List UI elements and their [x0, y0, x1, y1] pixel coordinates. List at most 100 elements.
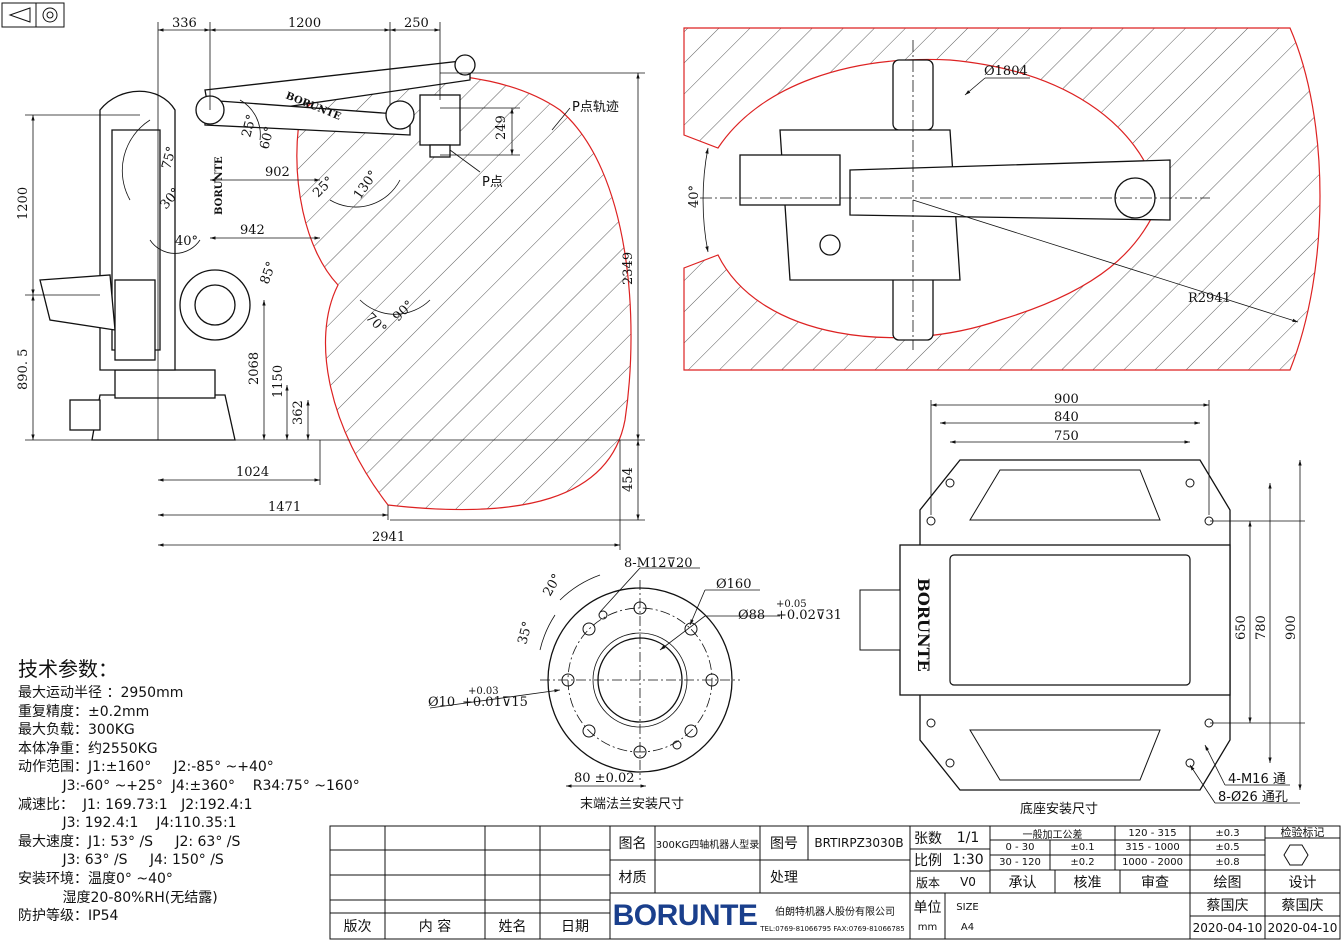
trajectory-label: P点轨迹 [572, 100, 619, 115]
dim-650: 650 [1234, 615, 1249, 640]
drawing-name: 300KG四轴机器人型录 [655, 839, 760, 851]
spec-row: 重复精度：±0.2mm [18, 703, 150, 720]
company-contact: TEL:0769-81066795 FAX:0769-81066785 [760, 925, 905, 933]
sheet-label: 张数 [914, 830, 942, 847]
name-label: 姓名 [498, 919, 527, 935]
angle-20: 20° [540, 572, 565, 599]
spec-row: 最大运动半径 ：2950mm [18, 685, 184, 701]
spec-row: 减速比： J1: 169.73:1 J2:192.4:1 [18, 796, 253, 813]
dim-2068: 2068 [247, 352, 262, 385]
column-brand-label: BORUNTE [214, 156, 225, 215]
scale-value: 1:30 [952, 852, 984, 868]
content-label: 内 容 [418, 919, 452, 935]
spec-row: 动作范围：J1:±160° J2:-85° ~+40° [18, 759, 274, 776]
draw-date: 2020-04-10 [1192, 920, 1263, 935]
dim-750: 750 [1054, 429, 1079, 444]
design-date: 2020-04-10 [1267, 920, 1338, 935]
tol-value: ±0.8 [1215, 857, 1240, 868]
flange-view: 8-M12⊽20 Ø160 Ø88 +0.05 +0.02⊽31 Ø10 +0.… [428, 556, 842, 812]
dim-dia1804: Ø1804 [984, 64, 1028, 79]
tol-value: ±0.5 [1215, 842, 1240, 853]
side-view: BORUNTE BORUNTE [16, 16, 645, 550]
dim-8-m12: 8-M12⊽20 [624, 556, 693, 571]
spec-row: J3:-60° ~+25° J4:±360° R34:75° ~160° [18, 777, 360, 794]
dim-1200: 1200 [288, 16, 321, 31]
unit-label: 单位 [913, 900, 942, 916]
flange-caption: 末端法兰安装尺寸 [580, 797, 684, 812]
version-value: V0 [960, 875, 976, 889]
drawer-name: 蔡国庆 [1206, 897, 1249, 914]
spec-row: J3: 192.4:1 J4:110.35:1 [18, 815, 237, 832]
angle-60: 60° [257, 125, 277, 151]
tol-10-lower: +0.01⊽15 [462, 695, 528, 710]
dim-80: 80 ±0.02 [574, 771, 635, 786]
verify-label: 核准 [1073, 874, 1102, 891]
spec-row: 安装环境：温度0° ~40° [18, 870, 173, 887]
tol-10-upper: +0.03 [468, 686, 499, 697]
dim-942: 942 [240, 223, 265, 238]
angle-85: 85° [258, 260, 280, 287]
base-caption: 底座安装尺寸 [1020, 801, 1098, 817]
spec-row: 最大负载：300KG [18, 722, 135, 739]
spec-row: 防护等级：IP54 [18, 908, 119, 925]
robot-top-silhouette [739, 59, 1171, 341]
angle-40-top: 40° [687, 185, 702, 208]
dim-1024: 1024 [236, 465, 269, 480]
review-label: 审查 [1141, 874, 1169, 891]
specs-title: 技术参数： [18, 657, 118, 681]
tol-range: 120 - 315 [1128, 827, 1177, 839]
drawing-no-label: 图号 [770, 836, 798, 852]
tol-88-lower: +0.02⊽31 [776, 608, 842, 623]
dim-1200-vertical: 1200 [16, 187, 31, 220]
title-block: 版次 内 容 姓名 日期 图名 300KG四轴机器人型录 图号 BRTIRPZ3… [330, 826, 1340, 939]
treatment-label: 处理 [770, 869, 798, 886]
spec-row: 湿度20-80%RH(无结露) [18, 889, 218, 906]
tol-value: ±0.1 [1070, 842, 1095, 853]
dim-1471: 1471 [268, 500, 301, 515]
drawing-name-label: 图名 [618, 836, 647, 852]
material-label: 材质 [618, 869, 647, 886]
dim-902: 902 [265, 165, 290, 180]
size-label: SIZE [956, 901, 979, 913]
angle-75: 75° [159, 145, 179, 171]
robot-side-silhouette [39, 54, 476, 441]
tol-range: 315 - 1000 [1125, 842, 1180, 853]
top-view: Ø1804 R2941 40° [683, 27, 1321, 371]
dim-250: 250 [404, 16, 429, 31]
work-envelope [296, 74, 632, 511]
tol-range: 0 - 30 [1005, 842, 1035, 853]
dim-336: 336 [172, 16, 197, 31]
company-logo: BORUNTE [612, 899, 758, 932]
dim-1150: 1150 [271, 365, 286, 398]
version-label: 版本 [915, 875, 940, 890]
projection-symbol-icon [1, 2, 65, 28]
tolerance-title: 一般加工公差 [1022, 829, 1083, 841]
dim-dia10: Ø10 [428, 695, 455, 710]
dim-dia160: Ø160 [716, 577, 751, 592]
dim-780: 780 [1254, 615, 1269, 640]
rev-label: 版次 [343, 919, 372, 935]
dim-8-dia26: 8-Ø26 通孔 [1218, 790, 1288, 805]
company-name: 伯朗特机器人股份有限公司 [775, 906, 895, 918]
spec-row: 本体净重：约2550KG [18, 740, 158, 757]
spec-row: 最大速度：J1: 53° /S J2: 63° /S [18, 833, 241, 850]
dim-890-5: 890. 5 [16, 349, 31, 390]
designer-name: 蔡国庆 [1281, 897, 1324, 914]
dim-900-vertical: 900 [1284, 615, 1299, 640]
base-brand-label: BORUNTE [914, 578, 933, 672]
tol-range: 1000 - 2000 [1122, 857, 1183, 868]
angle-35: 35° [515, 620, 535, 646]
sheet-value: 1/1 [956, 829, 980, 846]
size-value: A4 [960, 921, 975, 933]
dim-2941: 2941 [372, 530, 405, 545]
p-point-label: P点 [482, 175, 503, 190]
dim-900: 900 [1054, 392, 1079, 407]
draw-label: 绘图 [1213, 874, 1242, 891]
dim-4-m16: 4-M16 通 [1228, 772, 1286, 787]
unit-value: mm [917, 921, 938, 933]
inspect-label: 检验标记 [1280, 826, 1325, 839]
base-view: 900 840 750 650 780 900 4-M16 通 8-Ø26 通孔… [859, 392, 1305, 817]
angle-40: 40° [175, 234, 198, 249]
angle-25: 25° [239, 113, 259, 139]
